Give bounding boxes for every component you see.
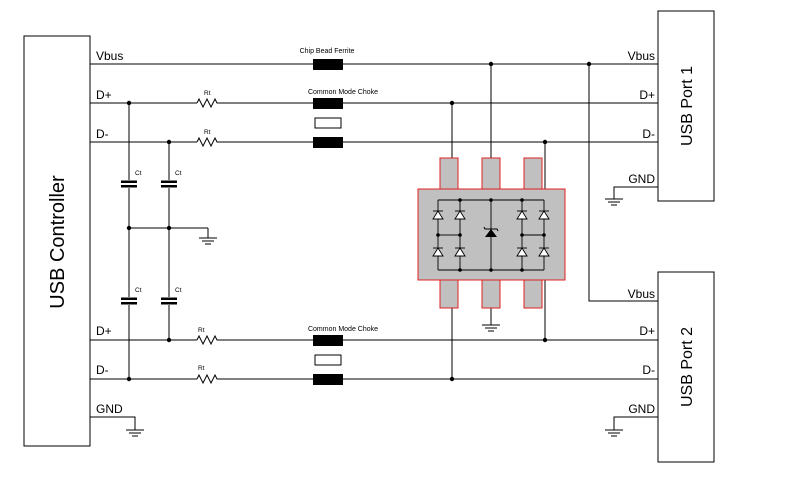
port2-pin-vbus: Vbus — [628, 287, 655, 301]
port1-pin-gnd: GND — [628, 172, 655, 186]
ground-symbol-port2 — [604, 429, 624, 437]
choke-1-winding-bottom — [313, 137, 343, 148]
capacitor-ct-1 — [121, 180, 137, 188]
resistor-rt-4 — [196, 374, 220, 384]
tvs-zener-diode — [485, 229, 497, 237]
vbus-net: Chip Bead Ferrite — [90, 48, 658, 302]
port2-pin-dminus: D- — [642, 363, 655, 377]
capacitor-ct-3 — [121, 297, 137, 305]
controller-pin-vbus: Vbus — [96, 49, 123, 63]
usb-controller-block: USB Controller Vbus D+ D- D+ D- GND — [23, 35, 123, 447]
choke-2-winding-top — [313, 335, 343, 346]
port1-title: USB Port 1 — [679, 66, 696, 146]
ferrite-label: Chip Bead Ferrite — [300, 48, 355, 55]
ferrite-bead — [313, 59, 343, 70]
capacitor-ct-1-label: Ct — [135, 170, 142, 177]
choke-1-label: Common Mode Choke — [308, 89, 378, 96]
resistor-rt-1 — [196, 98, 220, 108]
lower-data-lines: Rt Common Mode Choke Rt — [90, 326, 658, 385]
capacitor-ct-3-label: Ct — [135, 287, 142, 294]
usb-port-1-block: USB Port 1 Vbus D+ D- GND — [628, 10, 715, 202]
capacitor-ct-2-label: Ct — [175, 170, 182, 177]
resistor-rt-3 — [196, 335, 220, 345]
controller-pin-dminus-2: D- — [96, 363, 109, 377]
resistor-rt-2 — [196, 137, 220, 147]
port1-pin-dminus: D- — [642, 127, 655, 141]
capacitor-ct-4 — [161, 297, 177, 305]
ground-symbol-controller — [125, 429, 145, 437]
port2-title: USB Port 2 — [679, 327, 696, 407]
ground-symbol-capacitors — [198, 237, 218, 245]
tvs-diode-array — [417, 157, 566, 309]
capacitor-ct-4-label: Ct — [175, 287, 182, 294]
controller-pin-dplus-1: D+ — [96, 88, 112, 102]
port1-pin-vbus: Vbus — [628, 49, 655, 63]
ground-symbol-port1 — [604, 198, 624, 206]
choke-2-winding-bottom — [313, 374, 343, 385]
capacitor-ct-2 — [161, 180, 177, 188]
choke-1-winding-top — [313, 98, 343, 109]
vbus-port2-branch — [588, 64, 658, 302]
choke-2-core — [314, 354, 342, 366]
capacitor-network: Ct Ct Ct Ct — [121, 103, 218, 379]
port1-pin-dplus: D+ — [639, 88, 655, 102]
resistor-rt-2-label: Rt — [204, 129, 211, 136]
controller-pin-dplus-2: D+ — [96, 324, 112, 338]
port1-outline — [657, 10, 715, 202]
port2-outline — [657, 271, 715, 463]
controller-title: USB Controller — [47, 175, 69, 309]
resistor-rt-1-label: Rt — [204, 90, 211, 97]
controller-pin-gnd: GND — [96, 402, 123, 416]
choke-2-label: Common Mode Choke — [308, 326, 378, 333]
port2-pin-gnd: GND — [628, 402, 655, 416]
upper-data-lines: Rt Common Mode Choke Rt — [90, 89, 658, 148]
controller-outline — [23, 35, 91, 447]
resistor-rt-3-label: Rt — [198, 327, 205, 334]
ground-connections — [90, 186, 658, 437]
controller-pin-dminus-1: D- — [96, 127, 109, 141]
usb-port-2-block: USB Port 2 Vbus D+ D- GND — [628, 271, 715, 463]
port2-pin-dplus: D+ — [639, 324, 655, 338]
choke-1-core — [314, 117, 342, 129]
resistor-rt-4-label: Rt — [198, 365, 205, 372]
ground-symbol-tvs — [481, 324, 501, 332]
